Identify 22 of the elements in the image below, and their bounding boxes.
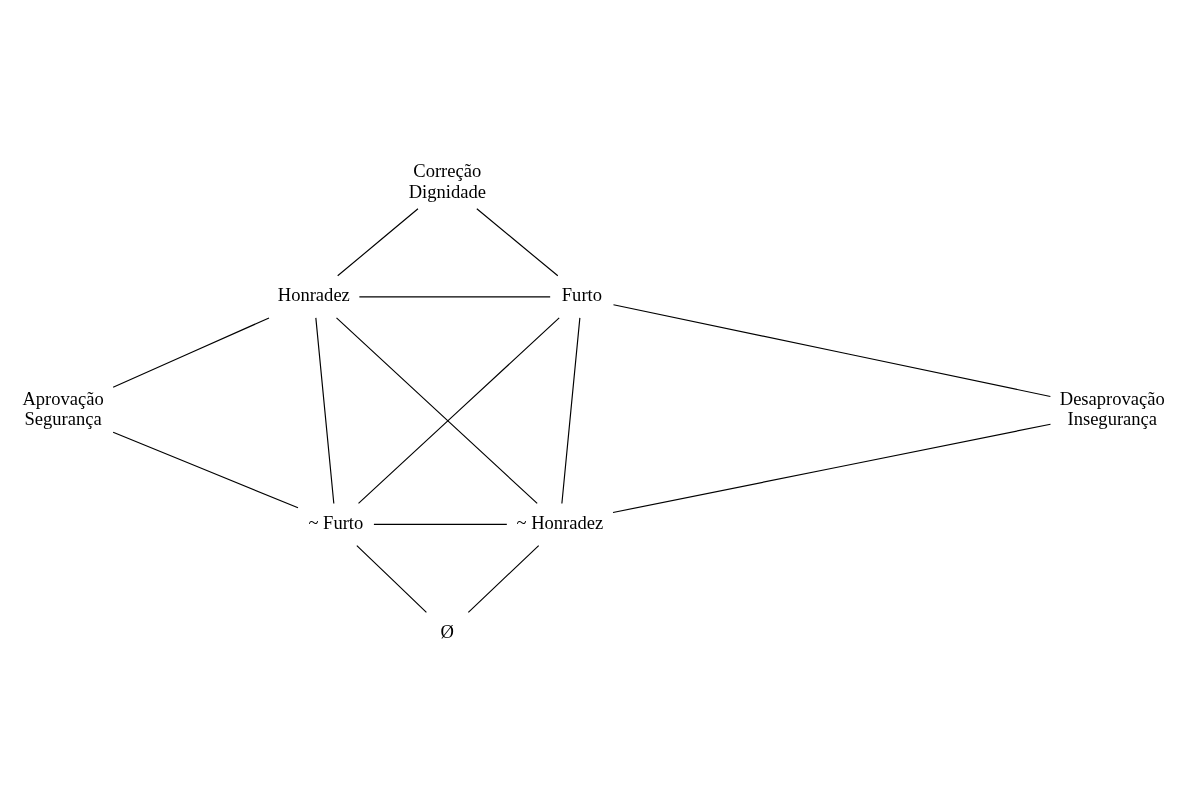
connector xyxy=(467,545,540,613)
node-text: Ø xyxy=(440,620,454,642)
connector xyxy=(612,304,1051,398)
connector xyxy=(373,523,508,525)
connector xyxy=(561,317,581,504)
node-text: Honradez xyxy=(277,284,350,306)
node-text: Aprovação Segurança xyxy=(22,387,104,430)
connector xyxy=(112,431,299,509)
connector xyxy=(112,317,270,388)
connector xyxy=(476,208,559,277)
connector xyxy=(612,423,1052,514)
node-text: Desaprovação Insegurança xyxy=(1059,387,1165,430)
connector xyxy=(335,317,538,504)
connector xyxy=(356,545,427,613)
node-text: ~ Furto xyxy=(308,511,364,533)
connector xyxy=(357,317,560,504)
node-text: Furto xyxy=(561,284,602,306)
connector xyxy=(337,208,419,277)
node-text: Correção Dignidade xyxy=(408,160,486,203)
node-text: ~ Honradez xyxy=(516,511,604,533)
connector xyxy=(315,317,335,504)
connector xyxy=(358,296,551,298)
